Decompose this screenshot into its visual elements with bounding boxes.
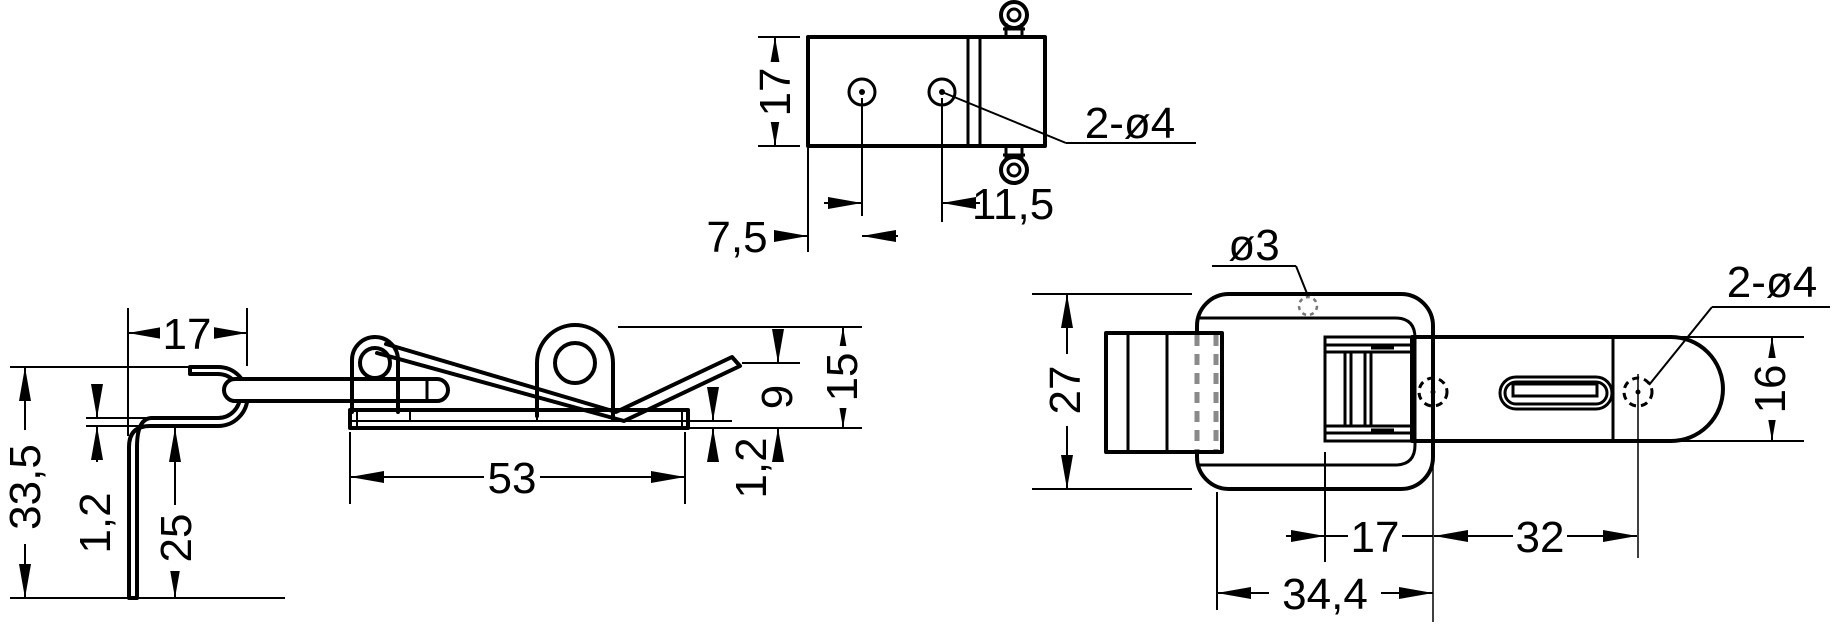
view-keeper-top: 17 2-ø4 11,5 7,5 (706, 0, 1196, 262)
catch-plate-slot (1498, 375, 1614, 411)
lever-grip (1104, 331, 1224, 454)
dim-keeper-hole-offset: 7,5 (706, 213, 767, 262)
dim-rivet: ø3 (1228, 221, 1279, 270)
mounting-hole-left (1417, 374, 1449, 622)
keeper-plate-outline (806, 35, 1047, 148)
dim-sheet-thickness: 1,2 (71, 492, 120, 553)
dim-edge-to-hole: 34,4 (1282, 570, 1368, 619)
dim-tip-height: 9 (753, 385, 802, 409)
dim-overall-height: 15 (818, 353, 867, 402)
hinge-pin-hole-left (358, 346, 392, 380)
dim-body-width: 27 (1041, 366, 1090, 415)
lever-cover-inner-edge (1197, 316, 1417, 467)
view-side: 17 33,5 1,2 25 53 9 15 (1, 308, 867, 600)
dim-hinge-to-hole: 17 (1351, 513, 1400, 562)
keeper-wire-loop-top (999, 0, 1029, 37)
rivet-hole (1297, 295, 1319, 317)
hinge-lug-left (350, 335, 400, 414)
dim-keeper-hole-spacing: 11,5 (972, 180, 1054, 229)
latch-bail (222, 377, 450, 403)
hinge-spring-area (1323, 335, 1414, 443)
dim-latch-holes: 2-ø4 (1727, 258, 1817, 307)
dim-hook-depth: 17 (163, 310, 212, 359)
keeper-wire-loop-bottom (999, 146, 1029, 185)
lever-cover-body (1195, 292, 1435, 491)
dim-base-thickness: 1,2 (727, 437, 776, 498)
dim-keeper-width: 17 (751, 68, 800, 117)
hinge-pin-hole-right (553, 341, 597, 385)
dim-leg-length: 25 (152, 514, 201, 563)
dim-keeper-height: 33,5 (1, 444, 50, 530)
mounting-hole-right (1622, 374, 1654, 558)
view-latch-top: ø3 2-ø4 27 16 17 32 34,4 (1032, 221, 1830, 622)
dim-plate-end-width: 16 (1746, 365, 1795, 414)
latch-lever (375, 342, 742, 423)
hinge-lug-right (535, 323, 615, 422)
dim-hole-spacing: 32 (1516, 513, 1565, 562)
dim-base-length: 53 (488, 454, 537, 503)
dim-keeper-holes: 2-ø4 (1085, 99, 1175, 148)
